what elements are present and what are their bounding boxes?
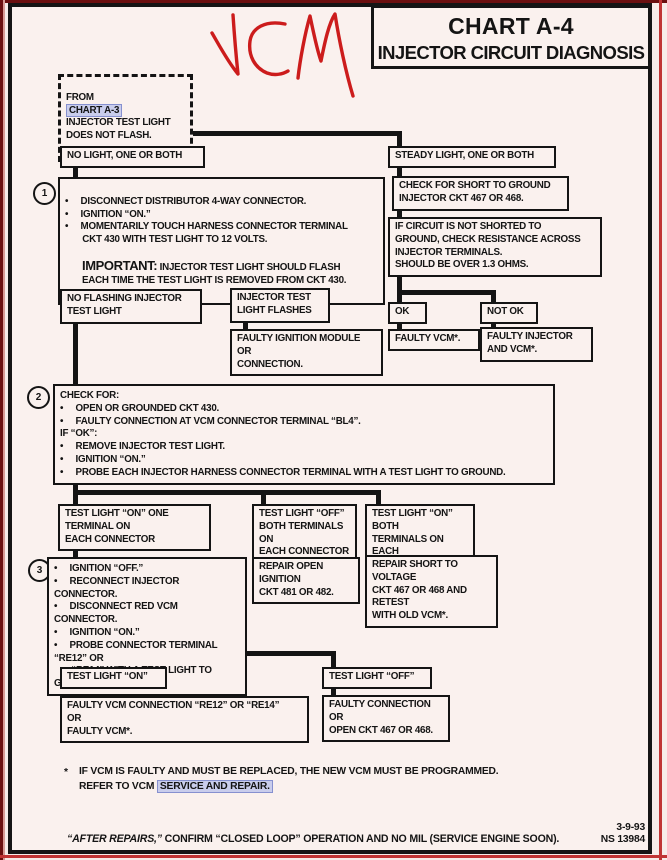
- link-service-and-repair[interactable]: SERVICE AND REPAIR.: [156, 780, 273, 793]
- node-step2-instructions: CHECK FOR: • OPEN OR GROUNDED CKT 430. •…: [53, 384, 555, 485]
- node-repair-short-to-voltage: REPAIR SHORT TO VOLTAGE CKT 467 OR 468 A…: [365, 555, 498, 628]
- node-faulty-ignition-module: FAULTY IGNITION MODULE OR CONNECTION.: [230, 329, 383, 377]
- footnote-line2: REFER TO VCM SERVICE AND REPAIR.: [79, 780, 273, 793]
- footer-after-repairs: “AFTER REPAIRS,” CONFIRM “CLOSED LOOP” O…: [67, 833, 559, 845]
- chart-title-box: CHART A-4 INJECTOR CIRCUIT DIAGNOSIS: [371, 5, 651, 69]
- node-no-light: NO LIGHT, ONE OR BOTH: [60, 146, 205, 168]
- node-test-light-off-both-terminals: TEST LIGHT “OFF” BOTH TERMINALS ON EACH …: [252, 504, 357, 565]
- node-test-light-off: TEST LIGHT “OFF”: [322, 667, 432, 689]
- connector-split-step2: [73, 490, 381, 495]
- footer-date-block: 3-9-93 NS 13984: [575, 822, 645, 845]
- footnote-line1: IF VCM IS FAULTY AND MUST BE REPLACED, T…: [79, 766, 499, 777]
- step-number-1: 1: [33, 182, 56, 205]
- entry-prefix: FROM: [66, 91, 94, 103]
- step1-bullets: • DISCONNECT DISTRIBUTOR 4-WAY CONNECTOR…: [65, 195, 348, 246]
- node-step1-instructions: • DISCONNECT DISTRIBUTOR 4-WAY CONNECTOR…: [58, 177, 385, 306]
- node-faulty-injector-and-vcm: FAULTY INJECTOR AND VCM*.: [480, 327, 593, 362]
- scan-edge-bottom: [0, 855, 667, 858]
- chart-subtitle: INJECTOR CIRCUIT DIAGNOSIS: [377, 42, 645, 63]
- handwritten-vcm-annotation: [210, 12, 355, 98]
- scan-edge-top: [0, 0, 667, 3]
- node-not-ok: NOT OK: [480, 302, 538, 324]
- step1-important: IMPORTANT: INJECTOR TEST LIGHT SHOULD FL…: [82, 257, 379, 288]
- step-number-2: 2: [27, 386, 50, 409]
- node-ok: OK: [388, 302, 427, 324]
- node-steady-light: STEADY LIGHT, ONE OR BOTH: [388, 146, 556, 168]
- node-test-light-flashes: INJECTOR TEST LIGHT FLASHES: [230, 288, 330, 323]
- node-repair-open-ignition: REPAIR OPEN IGNITION CKT 481 OR 482.: [252, 557, 360, 605]
- link-chart-a3[interactable]: CHART A-3: [66, 103, 123, 117]
- entry-condition: INJECTOR TEST LIGHT DOES NOT FLASH.: [66, 117, 171, 142]
- node-check-short-to-ground: CHECK FOR SHORT TO GROUND INJECTOR CKT 4…: [392, 176, 569, 211]
- important-label: IMPORTANT:: [82, 257, 158, 273]
- connector-top-split: [73, 131, 402, 136]
- step-number-3: 3: [28, 559, 51, 582]
- footer-emphasis: “AFTER REPAIRS,”: [67, 833, 162, 845]
- node-test-light-on-one-terminal: TEST LIGHT “ON” ONE TERMINAL ON EACH CON…: [58, 504, 211, 552]
- scan-edge-left: [0, 0, 3, 860]
- node-faulty-vcm-connection: FAULTY VCM CONNECTION “RE12” OR “RE14” O…: [60, 696, 309, 744]
- connector-split-ok-notok: [397, 290, 496, 295]
- node-test-light-on: TEST LIGHT “ON”: [60, 667, 167, 689]
- scan-edge-right: [659, 0, 662, 860]
- chart-title: CHART A-4: [448, 13, 574, 39]
- scan-edge-left-inner: [3, 0, 5, 860]
- footer-doc-number: NS 13984: [600, 833, 645, 845]
- footer-date: 3-9-93: [616, 822, 645, 833]
- node-faulty-connection-open-ckt: FAULTY CONNECTION OR OPEN CKT 467 OR 468…: [322, 695, 450, 743]
- node-faulty-vcm: FAULTY VCM*.: [388, 329, 480, 351]
- important-text: INJECTOR TEST LIGHT SHOULD FLASH EACH TI…: [82, 261, 347, 286]
- node-no-flashing-test-light: NO FLASHING INJECTOR TEST LIGHT: [60, 289, 202, 324]
- footer-text: CONFIRM “CLOSED LOOP” OPERATION AND NO M…: [161, 833, 560, 845]
- footnote-line2-text: REFER TO VCM: [79, 781, 157, 792]
- node-check-resistance: IF CIRCUIT IS NOT SHORTED TO GROUND, CHE…: [388, 217, 602, 278]
- footnote-asterisk: *: [64, 767, 68, 778]
